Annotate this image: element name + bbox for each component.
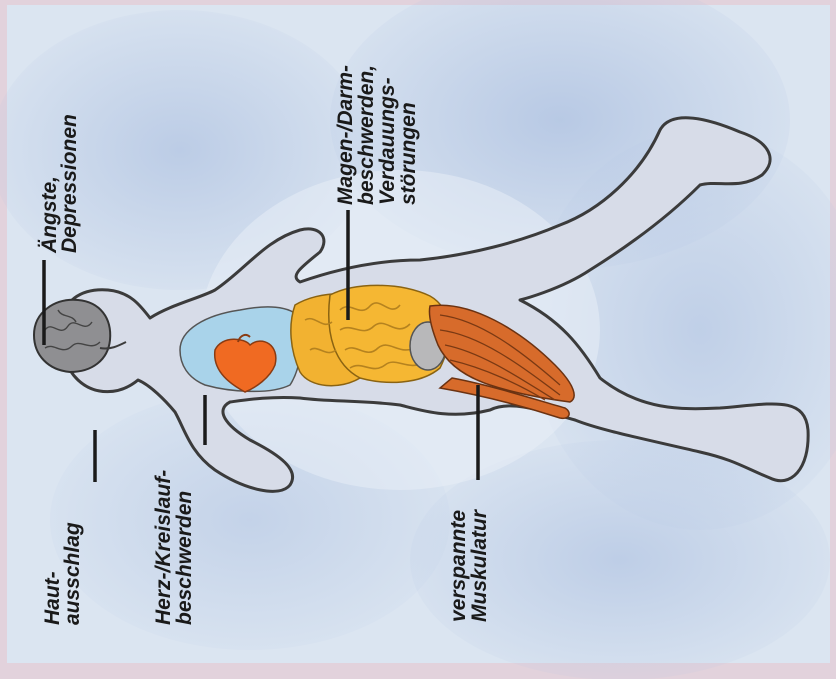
label-magen-line1: Magen-/Darm-	[334, 65, 357, 205]
label-herz-line1: Herz-/Kreislauf-	[152, 470, 175, 625]
label-muskel-line2: Muskulatur	[468, 508, 491, 622]
label-angst-line2: Depressionen	[58, 114, 81, 253]
label-muskel-line1: verspannte	[447, 510, 470, 622]
label-herz-line2: beschwerden	[173, 491, 196, 625]
label-haut-line2: ausschlag	[61, 522, 84, 625]
label-magen-line4: störungen	[397, 102, 420, 205]
label-magen-line3: Verdauungs-	[376, 77, 399, 205]
label-magen-line2: beschwerden,	[355, 65, 378, 205]
